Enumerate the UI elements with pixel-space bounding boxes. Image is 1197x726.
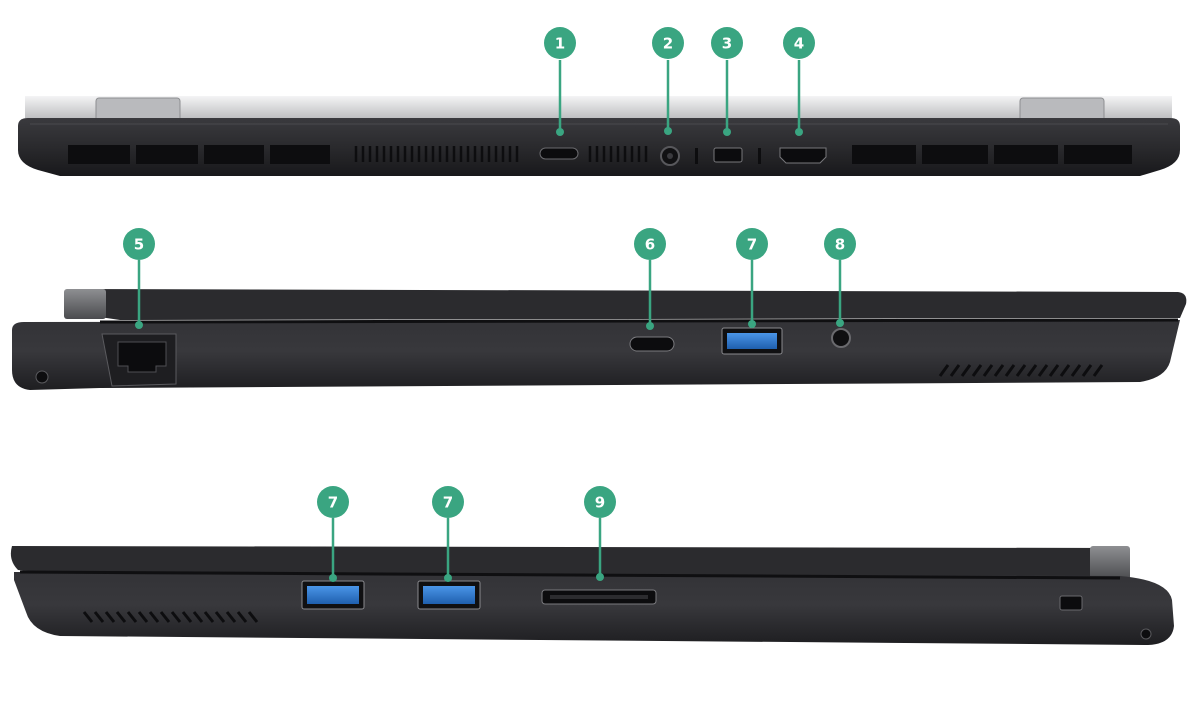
- rear-hdmi-port: [779, 147, 827, 164]
- left-usb-c-port: [629, 336, 675, 352]
- left-chassis: [12, 320, 1180, 390]
- svg-text:1: 1: [555, 35, 565, 53]
- callout-dots: [135, 127, 844, 582]
- rear-view: [18, 96, 1180, 176]
- svg-text:5: 5: [134, 236, 144, 254]
- callout-badge-1: 1: [544, 27, 576, 59]
- right-chassis: [14, 572, 1174, 645]
- svg-text:6: 6: [645, 236, 655, 254]
- right-hinge: [1090, 546, 1130, 580]
- svg-text:7: 7: [443, 494, 453, 512]
- left-hinge: [64, 289, 106, 319]
- svg-text:4: 4: [794, 35, 804, 53]
- svg-text:7: 7: [747, 236, 757, 254]
- left-vents: [938, 364, 1104, 377]
- svg-text:3: 3: [722, 35, 732, 53]
- rear-lid: [25, 96, 1172, 118]
- callout-badge-3: 3: [711, 27, 743, 59]
- callout-badge-7-right-b: 7: [432, 486, 464, 518]
- callout-badge-6: 6: [634, 228, 666, 260]
- svg-text:2: 2: [663, 35, 673, 53]
- rear-vents-right: [852, 145, 1132, 164]
- callout-badge-9: 9: [584, 486, 616, 518]
- left-view: [12, 289, 1187, 390]
- rear-usb-c-port: [539, 147, 579, 160]
- callout-badge-7-left: 7: [736, 228, 768, 260]
- rear-vents-left: [68, 145, 330, 164]
- svg-text:7: 7: [328, 494, 338, 512]
- right-lid: [10, 546, 1122, 578]
- right-vents: [82, 611, 259, 623]
- callout-badge-8: 8: [824, 228, 856, 260]
- callout-badge-4: 4: [783, 27, 815, 59]
- rear-mini-displayport: [713, 147, 743, 163]
- left-lid: [66, 289, 1187, 320]
- right-view: [10, 546, 1174, 645]
- right-lock-slot: [1059, 595, 1083, 611]
- callout-badge-7-right-a: 7: [317, 486, 349, 518]
- left-audio-jack: [831, 328, 851, 348]
- svg-text:9: 9: [595, 494, 605, 512]
- callout-badge-5: 5: [123, 228, 155, 260]
- callouts: [137, 60, 842, 577]
- svg-text:8: 8: [835, 236, 845, 254]
- rear-grille-slots: [354, 146, 648, 162]
- callout-badge-2: 2: [652, 27, 684, 59]
